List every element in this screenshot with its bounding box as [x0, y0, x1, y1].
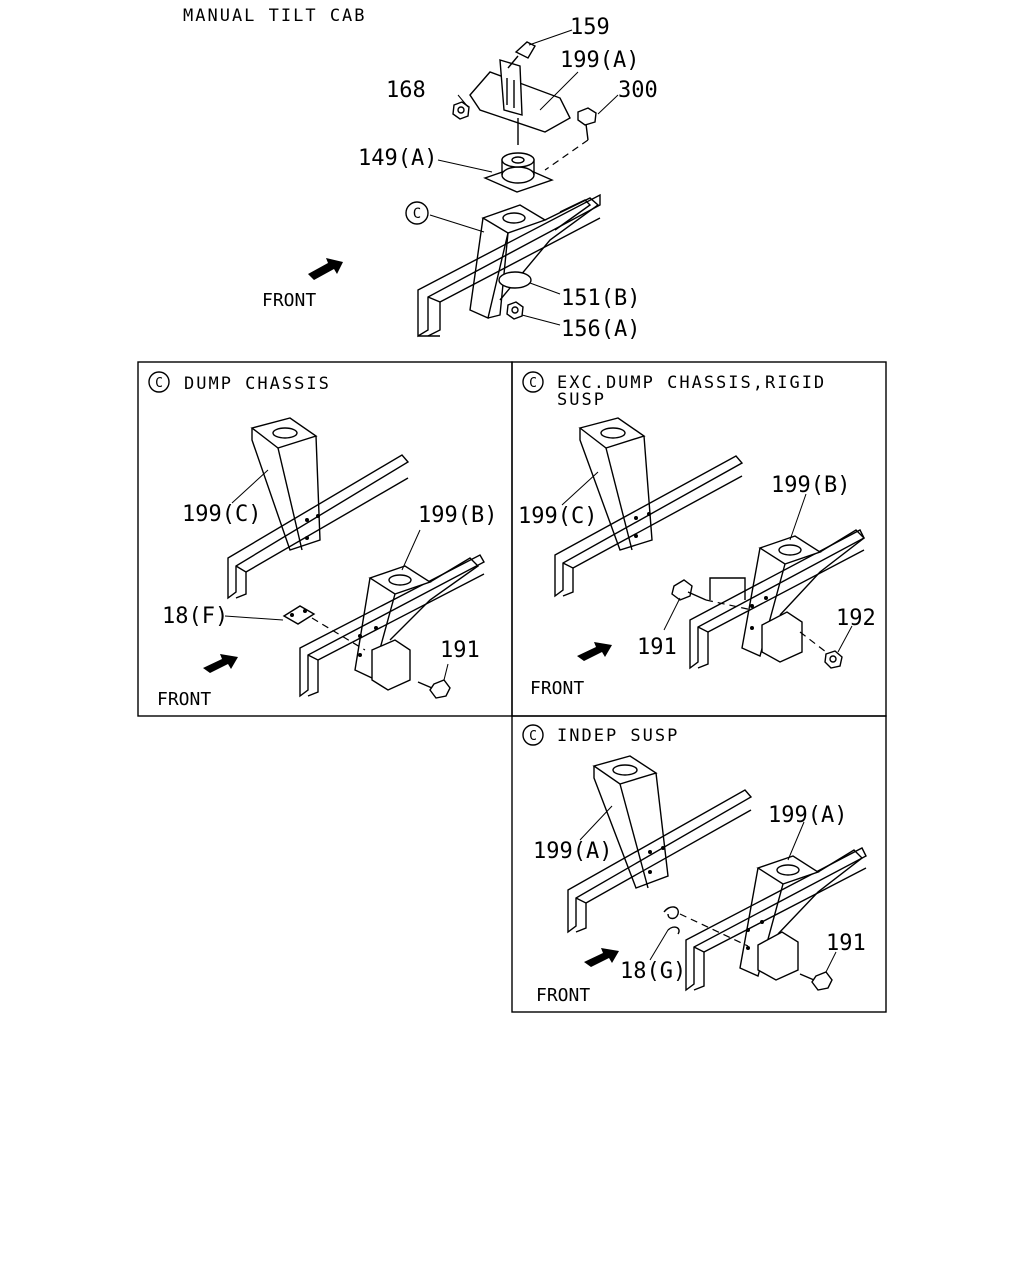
panel-dump-callout-199c: 199(C): [182, 502, 261, 527]
panel-exc-callout-199c: 199(C): [518, 504, 597, 529]
panel-exc-title-1: EXC.DUMP CHASSIS,RIGID: [557, 373, 826, 393]
panel-exc-callout-192: 192: [836, 606, 876, 631]
washer-151b: [498, 271, 532, 289]
main-frame-rail: [417, 193, 601, 338]
callout-c-top: C: [413, 206, 421, 222]
callout-159: 159: [570, 15, 610, 40]
bolt-159: [507, 41, 536, 69]
panel-indep-callout-199a-left: 199(A): [533, 839, 612, 864]
nut-168: [452, 101, 470, 120]
bolt-300: [544, 107, 597, 171]
callout-300: 300: [618, 78, 658, 103]
panel-exc-dump-chassis: C EXC.DUMP CHASSIS,RIGID SUSP: [511, 361, 887, 717]
panel-exc-title-2: SUSP: [557, 390, 606, 410]
panel-exc-c: C: [529, 376, 537, 391]
callout-151b: 151(B): [561, 286, 640, 311]
panel-exc-front-label: FRONT: [530, 678, 584, 699]
panel-dump-title: DUMP CHASSIS: [184, 374, 331, 394]
panel-indep-front-label: FRONT: [536, 985, 590, 1006]
front-label-main: FRONT: [262, 290, 316, 311]
nut-156a: [506, 301, 524, 320]
callout-156a: 156(A): [561, 317, 640, 342]
main-bracket: [469, 197, 600, 319]
callout-149a: 149(A): [358, 146, 437, 171]
panel-dump-front-label: FRONT: [157, 689, 211, 710]
panel-exc-callout-191: 191: [637, 635, 677, 660]
panel-dump-callout-18f: 18(F): [162, 604, 228, 629]
panel-dump-c: C: [155, 376, 163, 391]
callout-199a-top: 199(A): [560, 48, 639, 73]
main-assembly: [308, 29, 619, 338]
panel-dump-callout-199b: 199(B): [418, 503, 497, 528]
panel-dump-callout-191: 191: [440, 638, 480, 663]
panel-exc-callout-199b: 199(B): [771, 473, 850, 498]
panel-dump-chassis: C DUMP CHASSIS: [137, 361, 513, 717]
mount-149a: [483, 152, 554, 193]
panel-indep-callout-199a-right: 199(A): [768, 803, 847, 828]
panel-indep-title: INDEP SUSP: [557, 726, 679, 746]
callout-168: 168: [386, 78, 426, 103]
upper-bracket-199a: [469, 59, 571, 145]
panel-indep-border: [511, 715, 887, 1013]
front-arrow-main: [308, 258, 343, 280]
panel-indep-susp: C INDEP SUSP: [511, 715, 887, 1013]
panel-indep-callout-191: 191: [826, 931, 866, 956]
panel-indep-c: C: [529, 729, 537, 744]
callout-c-circle-top: [405, 201, 429, 225]
diagram-title: MANUAL TILT CAB: [183, 6, 367, 26]
panel-indep-callout-18g: 18(G): [620, 959, 686, 984]
